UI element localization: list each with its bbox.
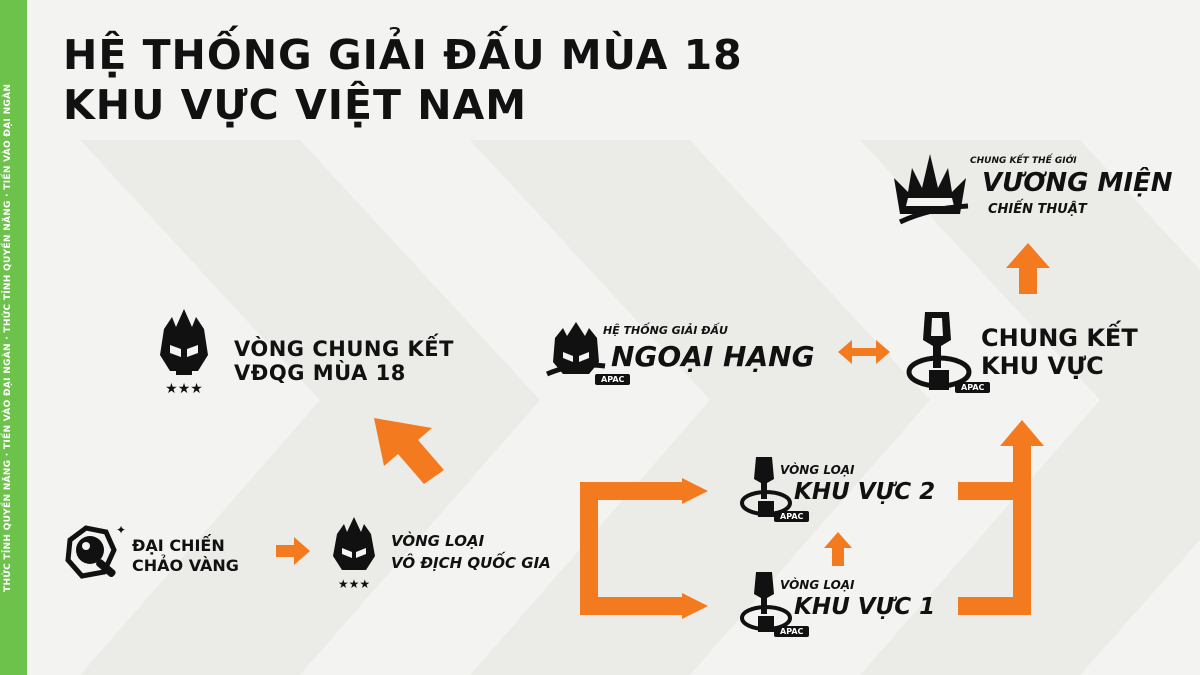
arrow-to-regional-q2 bbox=[682, 478, 708, 504]
node-world-final: CHUNG KẾT THẾ GIỚI VƯƠNG MIỆN CHIẾN THUẬ… bbox=[890, 148, 1173, 238]
regional-final-line-2: KHU VỰC bbox=[981, 352, 1104, 380]
national-final-line-2: VĐQG MÙA 18 bbox=[234, 361, 406, 385]
trophy-icon bbox=[740, 572, 792, 632]
mask-emblem-icon: ★★★ bbox=[160, 309, 208, 397]
arrow-diagonal-national-final bbox=[374, 418, 444, 484]
trophy-icon bbox=[740, 457, 792, 517]
arrow-q1-to-q2 bbox=[824, 532, 852, 566]
regional-q2-main-text: KHU VỰC 2 bbox=[794, 479, 936, 505]
svg-text:★★★: ★★★ bbox=[338, 577, 370, 591]
node-premier-league: HỆ THỐNG GIẢI ĐẤU NGOẠI HẠNG APAC bbox=[545, 318, 815, 388]
world-final-sub-text: CHIẾN THUẬT bbox=[988, 202, 1087, 217]
mask-emblem-icon bbox=[546, 322, 606, 377]
national-final-line-1: VÒNG CHUNG KẾT bbox=[234, 337, 454, 361]
bracket-national-to-regional bbox=[580, 482, 685, 615]
arrow-to-regional-q1 bbox=[682, 593, 708, 619]
world-final-top-text: CHUNG KẾT THẾ GIỚI bbox=[970, 156, 1077, 166]
arrow-golden-to-national bbox=[276, 537, 310, 565]
svg-text:★★★: ★★★ bbox=[165, 381, 203, 397]
golden-pan-line-2: CHẢO VÀNG bbox=[132, 556, 239, 575]
national-qualifier-line-1: VÒNG LOẠI bbox=[391, 532, 485, 550]
regional-q1-main-text: KHU VỰC 1 bbox=[794, 594, 936, 620]
bracket-regional-to-final bbox=[958, 482, 1031, 615]
premier-main-text: NGOẠI HẠNG bbox=[611, 340, 815, 373]
node-national-qualifier: ★★★ VÒNG LOẠI VÔ ĐỊCH QUỐC GIA bbox=[325, 514, 565, 594]
regional-q2-top-text: VÒNG LOẠI bbox=[780, 463, 855, 477]
node-national-final: ★★★ VÒNG CHUNG KẾT VĐQG MÙA 18 bbox=[150, 305, 500, 397]
regional-q2-badge: APAC bbox=[774, 511, 810, 522]
golden-pan-line-1: ĐẠI CHIẾN bbox=[132, 536, 225, 555]
world-final-main-text: VƯƠNG MIỆN bbox=[982, 168, 1173, 198]
node-regional-qualifier-2: VÒNG LOẠI KHU VỰC 2 APAC bbox=[738, 455, 948, 525]
node-golden-pan: ✦ ĐẠI CHIẾN CHẢO VÀNG bbox=[64, 520, 254, 590]
crown-icon bbox=[894, 154, 969, 225]
node-regional-qualifier-1: VÒNG LOẠI KHU VỰC 1 APAC bbox=[738, 570, 948, 640]
title-line-2: KHU VỰC VIỆT NAM bbox=[63, 81, 528, 129]
frying-pan-icon: ✦ bbox=[65, 523, 126, 579]
premier-top-text: HỆ THỐNG GIẢI ĐẤU bbox=[603, 324, 728, 337]
regional-q1-top-text: VÒNG LOẠI bbox=[780, 578, 855, 592]
regional-final-line-1: CHUNG KẾT bbox=[981, 324, 1138, 352]
title-line-1: HỆ THỐNG GIẢI ĐẤU MÙA 18 bbox=[63, 31, 743, 79]
trophy-icon bbox=[906, 312, 972, 390]
premier-badge: APAC bbox=[595, 374, 631, 385]
regional-final-badge: APAC bbox=[955, 382, 991, 393]
page-title: HỆ THỐNG GIẢI ĐẤU MÙA 18 KHU VỰC VIỆT NA… bbox=[63, 30, 743, 130]
national-qualifier-line-2: VÔ ĐỊCH QUỐC GIA bbox=[391, 554, 551, 572]
svg-text:✦: ✦ bbox=[116, 523, 126, 537]
side-banner: THỨC TỈNH QUYỀN NĂNG · TIẾN VÀO ĐẠI NGÀN… bbox=[0, 0, 27, 675]
mask-emblem-icon: ★★★ bbox=[333, 517, 375, 591]
node-regional-final: CHUNG KẾT KHU VỰC APAC bbox=[905, 310, 1145, 400]
arrow-to-regional-final bbox=[1000, 420, 1044, 446]
regional-q1-badge: APAC bbox=[774, 626, 810, 637]
arrow-up-world bbox=[1006, 243, 1050, 294]
arrow-double-premier-regional bbox=[838, 340, 890, 364]
